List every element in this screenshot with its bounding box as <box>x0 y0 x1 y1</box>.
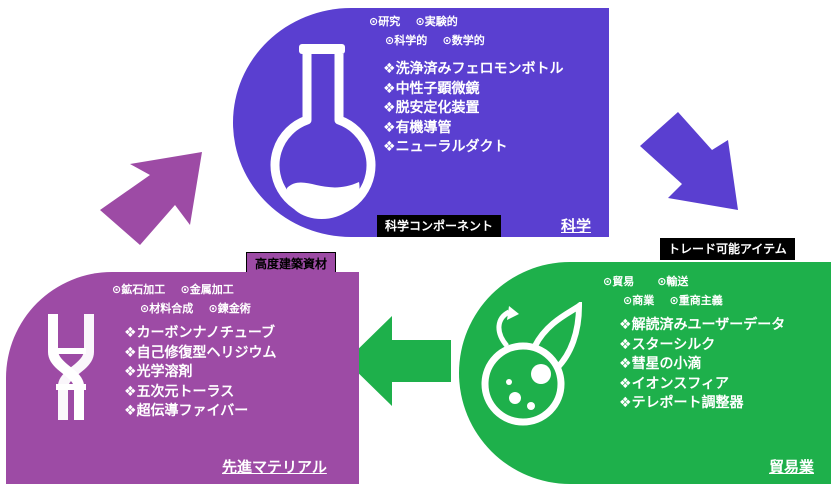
list-item: ❖超伝導ファイバー <box>124 403 249 419</box>
tag-bullet: ⊙ <box>140 302 150 315</box>
list-item: ❖洗浄済みフェロモンボトル <box>383 61 564 77</box>
arrow-trade-to-material <box>346 316 451 406</box>
material-tag: 鍊金術 <box>217 302 251 315</box>
cosmic-orb-icon <box>481 302 583 426</box>
science-panel-background <box>233 8 609 237</box>
science-tags: ⊙研究 ⊙実験的 ⊙科学的 ⊙数学的 <box>369 12 485 50</box>
material-panel: ⊙鉱石加工 ⊙金属加工 ⊙材料合成 ⊙鍊金術 ❖カーボンナノチューブ ❖自己修復… <box>6 272 359 484</box>
science-panel: ⊙研究 ⊙実験的 ⊙科学的 ⊙数学的 ❖洗浄済みフェロモンボトル ❖中性子顕微鏡… <box>233 8 609 237</box>
trade-item-list: ❖解読済みユーザーデータ ❖スターシルク ❖彗星の小滴 ❖イオンスフィア ❖テレ… <box>619 316 785 414</box>
list-item: ❖脱安定化装置 <box>383 100 480 116</box>
list-item: ❖テレポート調整器 <box>619 395 744 411</box>
list-item: ❖カーボンナノチューブ <box>124 325 276 341</box>
trade-tag: 重商主義 <box>678 294 723 307</box>
trade-title: 貿易業 <box>769 458 815 476</box>
trade-tag: 貿易 <box>612 275 635 288</box>
list-item: ❖有機導管 <box>383 119 452 136</box>
flask-icon <box>270 44 376 219</box>
arrow-science-to-trade <box>640 112 738 210</box>
trade-label-tab: トレード可能アイテム <box>660 238 795 260</box>
material-tag: 鉱石加工 <box>121 283 166 296</box>
list-item: ❖スターシルク <box>619 336 716 353</box>
science-tag: 研究 <box>378 15 401 28</box>
list-item: ❖イオンスフィア <box>619 375 730 392</box>
material-item-list: ❖カーボンナノチューブ ❖自己修復型ヘリジウム ❖光学溶剤 ❖五次元トーラス ❖… <box>124 324 277 422</box>
list-item: ❖中性子顕微鏡 <box>383 80 480 97</box>
tag-bullet: ⊙ <box>669 294 679 307</box>
material-title: 先進マテリアル <box>222 458 327 476</box>
material-tags: ⊙鉱石加工 ⊙金属加工 ⊙材料合成 ⊙鍊金術 <box>112 280 251 318</box>
science-label-tab: 科学コンポーネント <box>377 215 502 237</box>
list-item: ❖ニューラルダクト <box>383 139 508 155</box>
trade-tag: 輸送 <box>666 275 689 288</box>
tag-bullet: ⊙ <box>442 34 452 47</box>
tag-bullet: ⊙ <box>112 283 122 296</box>
tag-bullet: ⊙ <box>623 294 633 307</box>
trade-panel: ⊙貿易 ⊙輸送 ⊙商業 ⊙重商主義 ❖解読済みユーザーデータ ❖スターシルク ❖… <box>459 262 831 484</box>
tag-bullet: ⊙ <box>603 275 613 288</box>
tag-bullet: ⊙ <box>180 283 190 296</box>
material-tag: 金属加工 <box>189 283 234 296</box>
science-tag: 数学的 <box>451 34 485 47</box>
arrow-material-to-science <box>100 152 202 245</box>
material-tag: 材料合成 <box>149 302 194 315</box>
trade-tag: 商業 <box>632 294 655 307</box>
helix-icon <box>48 314 94 420</box>
science-tag: 実験的 <box>424 15 458 28</box>
list-item: ❖五次元トーラス <box>124 383 235 400</box>
trade-panel-background <box>459 262 831 484</box>
list-item: ❖解読済みユーザーデータ <box>619 317 786 333</box>
tag-bullet: ⊙ <box>208 302 218 315</box>
science-item-list: ❖洗浄済みフェロモンボトル ❖中性子顕微鏡 ❖脱安定化装置 ❖有機導管 ❖ニュー… <box>383 60 564 158</box>
tag-bullet: ⊙ <box>385 34 395 47</box>
science-title: 科学 <box>561 217 592 235</box>
tag-bullet: ⊙ <box>415 15 425 28</box>
tag-bullet: ⊙ <box>657 275 667 288</box>
material-panel-background <box>6 272 359 484</box>
trade-tags: ⊙貿易 ⊙輸送 ⊙商業 ⊙重商主義 <box>603 272 723 310</box>
list-item: ❖自己修復型ヘリジウム <box>124 344 277 361</box>
science-tag: 科学的 <box>394 34 428 47</box>
list-item: ❖光学溶剤 <box>124 364 193 380</box>
list-item: ❖彗星の小滴 <box>619 356 702 372</box>
tag-bullet: ⊙ <box>369 15 379 28</box>
